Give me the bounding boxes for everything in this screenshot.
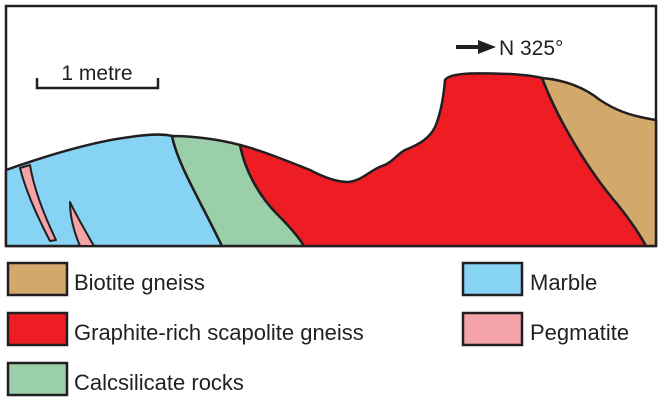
legend-item-calcsilicate: Calcsilicate rocks xyxy=(8,363,244,395)
legend-label-marble: Marble xyxy=(530,270,597,295)
legend-label-pegmatite: Pegmatite xyxy=(530,320,629,345)
legend-label-biotite: Biotite gneiss xyxy=(74,270,205,295)
legend-swatch-graphite xyxy=(8,313,67,345)
legend-item-pegmatite: Pegmatite xyxy=(463,313,629,345)
legend-swatch-calcsilicate xyxy=(8,363,67,395)
legend-swatch-biotite xyxy=(8,263,67,295)
legend-label-calcsilicate: Calcsilicate rocks xyxy=(74,370,244,395)
legend-swatch-pegmatite xyxy=(463,313,522,345)
scale-bar-label: 1 metre xyxy=(61,62,132,85)
legend-item-marble: Marble xyxy=(463,263,597,295)
legend-item-biotite: Biotite gneiss xyxy=(8,263,205,295)
legend-item-graphite: Graphite-rich scapolite gneiss xyxy=(8,313,364,345)
legend-label-graphite: Graphite-rich scapolite gneiss xyxy=(74,320,364,345)
legend: Biotite gneiss Graphite-rich scapolite g… xyxy=(8,263,629,395)
orientation-label: N 325° xyxy=(499,37,563,60)
legend-swatch-marble xyxy=(463,263,522,295)
